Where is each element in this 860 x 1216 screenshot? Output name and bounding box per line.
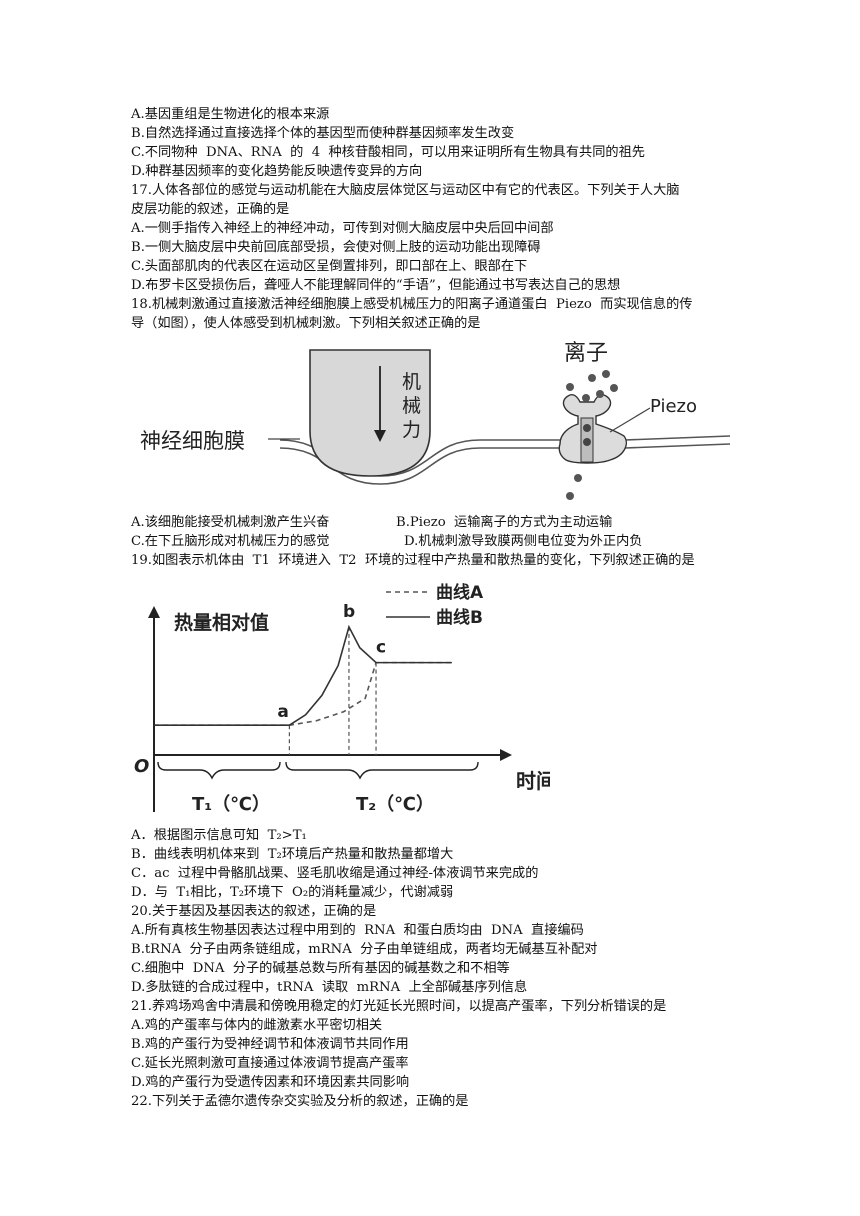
x-axis-arrow: [500, 749, 512, 761]
t1-brace: [157, 761, 281, 780]
mechanical-probe: [309, 349, 431, 477]
t2-brace: [285, 761, 479, 780]
q21-option-b: B.鸡的产蛋行为受神经调节和体液调节共同作用: [131, 1037, 409, 1052]
q20-stem: 20.关于基因及基因表达的叙述，正确的是: [131, 904, 377, 919]
q18-option-b: B.Piezo 运输离子的方式为主动运输: [396, 515, 613, 530]
membrane-label: 神经细胞膜: [140, 429, 245, 453]
q19-stem: 19.如图表示机体由 T1 环境进入 T2 环境的过程中产热量和散热量的变化，下…: [131, 553, 695, 568]
point-label-c: c: [376, 638, 386, 658]
piezo-leader-line: [609, 407, 651, 433]
q22-stem: 22.下列关于孟德尔遗传杂交实验及分析的叙述，正确的是: [131, 1094, 469, 1109]
q21-option-a: A.鸡的产蛋率与体内的雌激素水平密切相关: [131, 1018, 383, 1033]
q19-option-a: A．根据图示信息可知 T₂>T₁: [131, 828, 307, 843]
force-label-1: 机: [402, 371, 421, 393]
membrane-lower-line: [279, 447, 560, 485]
q21-option-d: D.鸡的产蛋行为受遗传因素和环境因素共同影响: [131, 1075, 410, 1090]
q17-option-a: A.一侧手指传入神经上的神经冲动，可传到对侧大脑皮层中央后回中间部: [131, 221, 554, 236]
q17-stem-line1: 17.人体各部位的感觉与运动机能在大脑皮层体觉区与运动区中有它的代表区。下列关于…: [131, 183, 680, 198]
legend-series-b: 曲线B: [436, 607, 483, 628]
q16-option-c: C.不同物种 DNA、RNA 的 4 种核苷酸相同，可以用来证明所有生物具有共同…: [131, 145, 645, 160]
t1-label: T₁（℃）: [192, 794, 270, 815]
x-axis-label: 时间: [516, 769, 550, 793]
q20-option-d: D.多肽链的合成过程中，tRNA 读取 mRNA 上全部碱基序列信息: [131, 980, 528, 995]
q18-option-a: A.该细胞能接受机械刺激产生兴奋: [131, 515, 330, 530]
q18-option-c: C.在下丘脑形成对机械压力的感觉: [131, 534, 330, 549]
q16-option-a: A.基因重组是生物进化的根本来源: [131, 107, 330, 122]
q17-stem-line2: 皮层功能的叙述，正确的是: [131, 202, 290, 217]
q17-option-d: D.布罗卡区受损伤后，聋哑人不能理解同伴的“手语”，但能通过书写表达自己的思想: [131, 278, 621, 293]
q18-stem-line1: 18.机械刺激通过直接激活神经细胞膜上感受机械压力的阳离子通道蛋白 Piezo …: [131, 297, 693, 312]
force-arrow-head: [374, 430, 386, 442]
origin-label: O: [134, 756, 149, 777]
point-label-b: b: [343, 602, 355, 622]
q21-stem: 21.养鸡场鸡舍中清晨和傍晚用稳定的灯光延长光照时间，以提高产蛋率，下列分析错误…: [131, 999, 667, 1014]
q18-stem-line2: 导（如图），使人体感受到机械刺激。下列相关叙述正确的是: [131, 316, 481, 331]
y-axis-label: 热量相对值: [174, 611, 269, 634]
q16-option-b: B.自然选择通过直接选择个体的基因型而使种群基因频率发生改变: [131, 126, 515, 141]
q17-option-c: C.头面部肌肉的代表区在运动区呈倒置排列，即口部在上、眼部在下: [131, 259, 528, 274]
legend-series-a: 曲线A: [436, 582, 484, 603]
ions-above: [566, 370, 618, 402]
q19-option-d: D．与 T₁相比，T₂环境下 O₂的消耗量减少，代谢减弱: [131, 885, 454, 900]
piezo-label: Piezo: [650, 396, 697, 417]
q20-option-b: B.tRNA 分子由两条链组成，mRNA 分子由单链组成，两者均无碱基互补配对: [131, 942, 598, 957]
point-label-a: a: [277, 702, 288, 722]
q16-option-d: D.种群基因频率的变化趋势能反映遗传变异的方向: [131, 164, 423, 179]
ions-below: [566, 474, 582, 500]
q18-option-d: D.机械刺激导致膜两侧电位变为外正内负: [404, 534, 643, 549]
t2-label: T₂（℃）: [356, 794, 434, 815]
force-label-2: 械: [402, 395, 421, 417]
q19-option-b: B．曲线表明机体来到 T₂环境后产热量和散热量都增大: [131, 847, 454, 862]
q17-option-b: B.一侧大脑皮层中央前回底部受损，会使对侧上肢的运动功能出现障碍: [131, 240, 541, 255]
q21-option-c: C.延长光照刺激可直接通过体液调节提高产蛋率: [131, 1056, 409, 1071]
y-axis-arrow: [148, 606, 160, 618]
q20-option-a: A.所有真核生物基因表达过程中用到的 RNA 和蛋白质均由 DNA 直接编码: [131, 923, 584, 938]
q20-option-c: C.细胞中 DNA 分子的碱基总数与所有基因的碱基数之和不相等: [131, 961, 510, 976]
series-line-b: [154, 624, 452, 726]
force-label-3: 力: [402, 419, 421, 441]
q19-option-c: C．ac 过程中骨骼肌战栗、竖毛肌收缩是通过神经-体液调节来完成的: [131, 866, 539, 881]
piezo-figure: 神经细胞膜 机 械 力 离子 Piezo: [140, 341, 730, 500]
heat-chart: O 热量相对值 时间 曲线A 曲线B a b c T₁（℃） T₂（℃）: [134, 582, 550, 815]
ion-label: 离子: [564, 341, 608, 366]
